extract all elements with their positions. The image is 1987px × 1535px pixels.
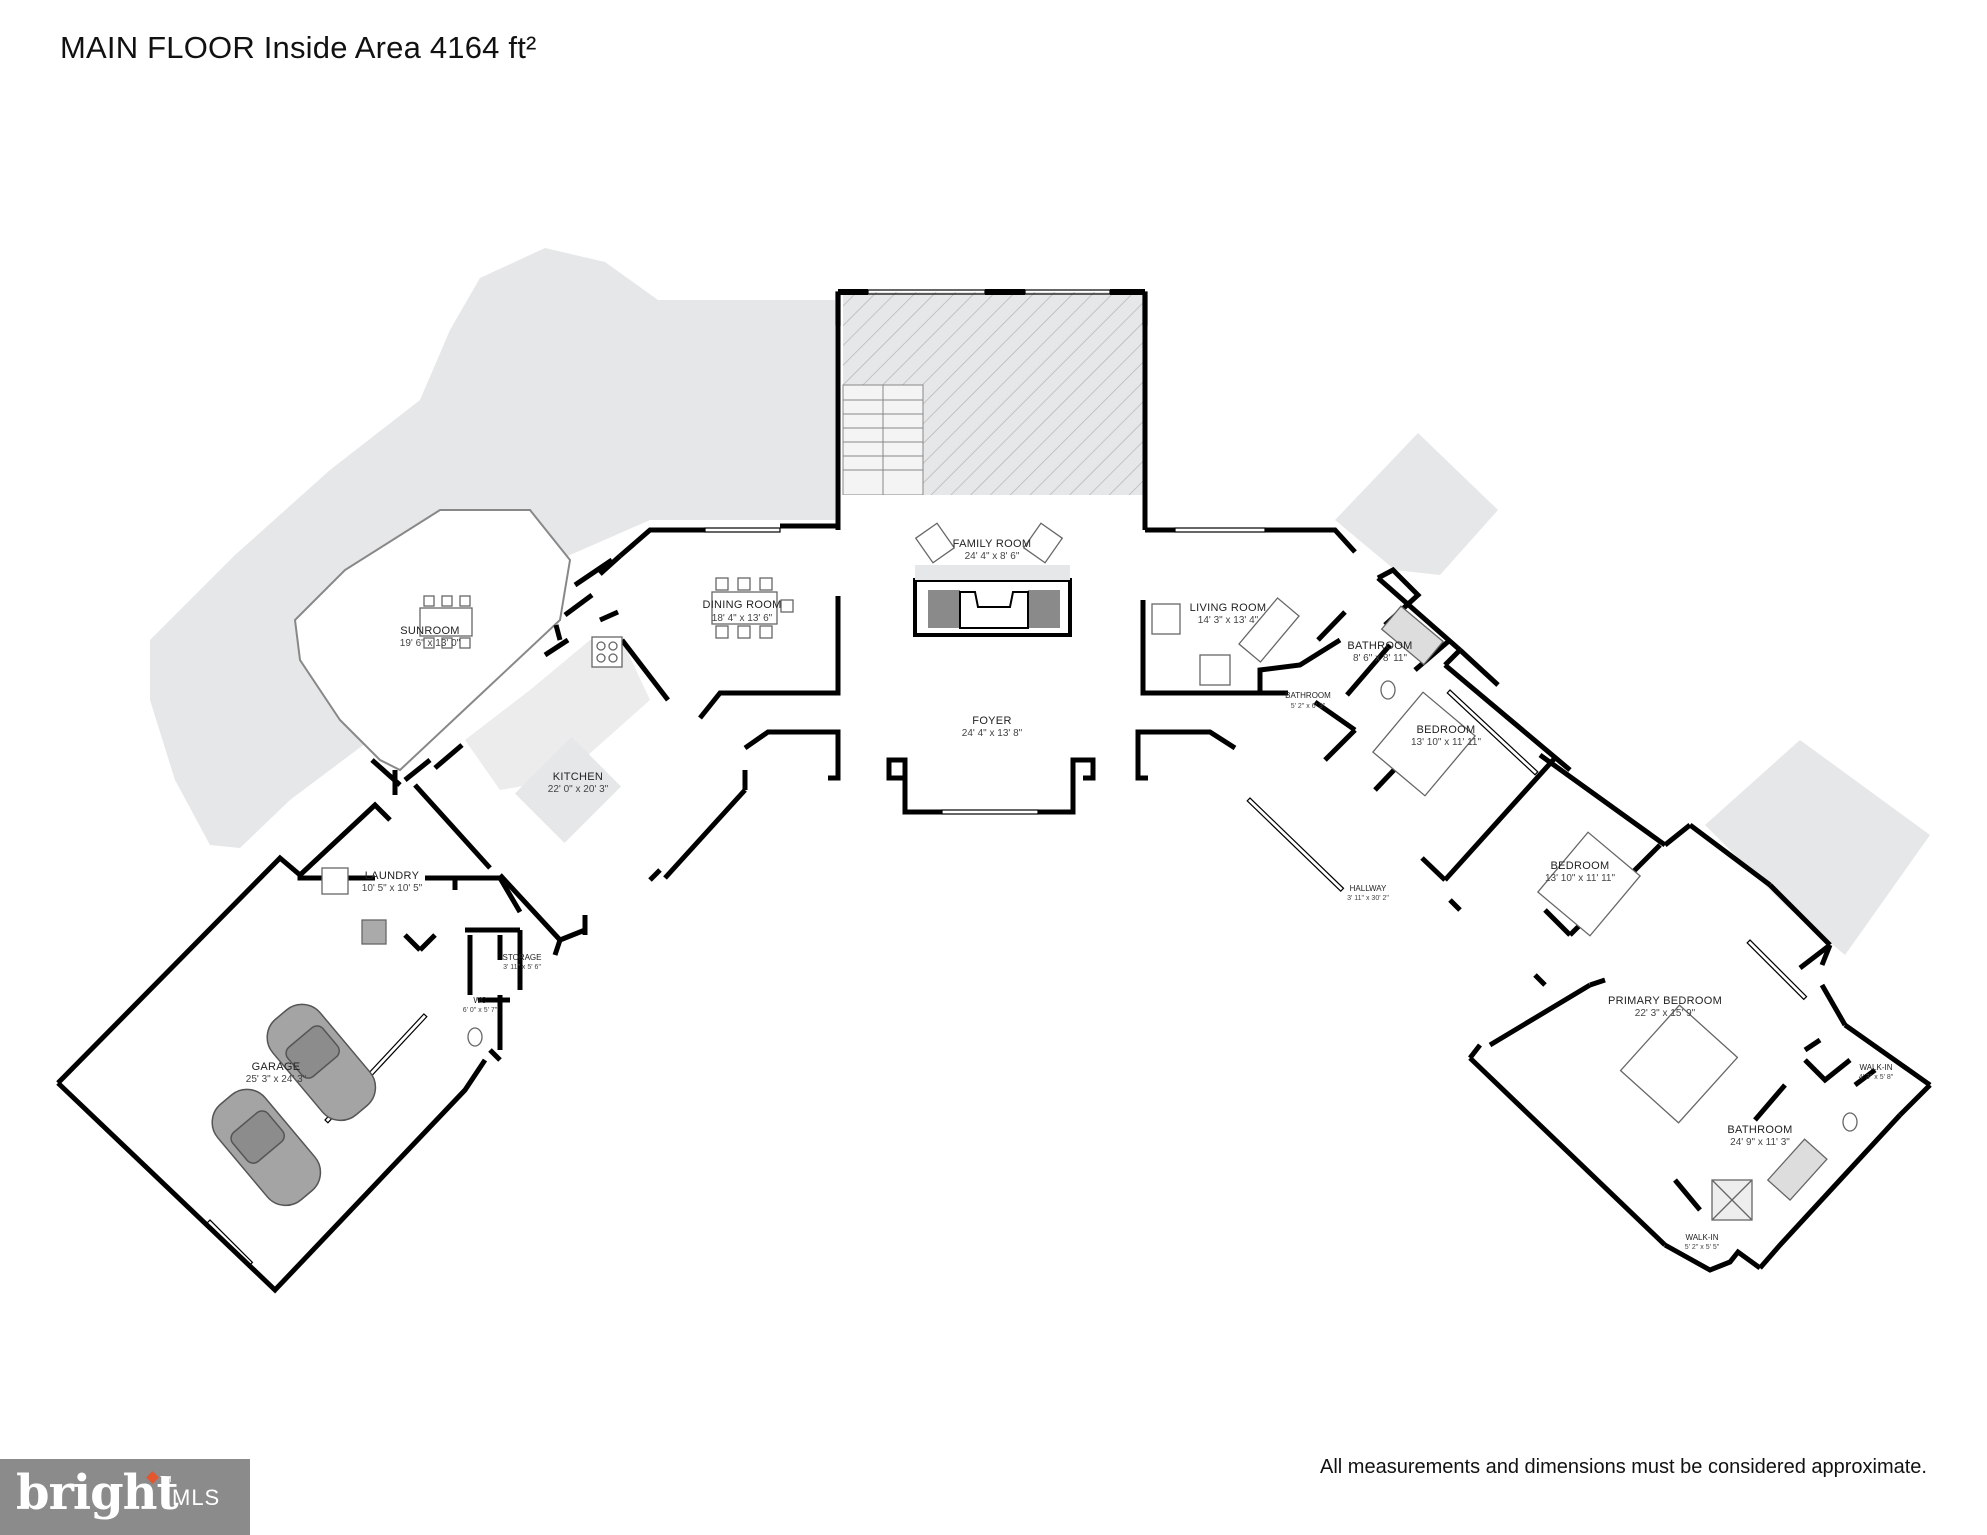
dims-living-room: 14' 3" x 13' 4" (1198, 615, 1259, 626)
label-wc: WC (473, 996, 487, 1005)
living-chair-2 (1199, 654, 1231, 686)
bathtub-2 (1766, 1138, 1828, 1202)
living-chair-1 (1151, 603, 1181, 635)
label-living-room: LIVING ROOM (1190, 602, 1267, 614)
label-primary-bedroom: PRIMARY BEDROOM (1608, 995, 1722, 1007)
label-garage: GARAGE (252, 1061, 301, 1073)
family-sofa-right (1022, 522, 1064, 564)
dims-walk-in-1: 4' 3" x 5' 8" (1859, 1074, 1894, 1081)
logo-trademark: TM (160, 1475, 172, 1484)
label-primary-bathroom: BATHROOM (1727, 1124, 1792, 1136)
dryer (361, 919, 387, 945)
bright-mls-logo: bright TM MLS (0, 1459, 250, 1535)
label-hallway: HALLWAY (1350, 884, 1387, 893)
kitchen-counter-zone (465, 640, 650, 790)
dims-hallway: 3' 11" x 30' 2" (1347, 895, 1389, 902)
sunroom-table (419, 607, 473, 637)
toilet-3 (1842, 1112, 1858, 1132)
label-dining-room: DINING ROOM (702, 599, 781, 611)
windows (206, 289, 1808, 1267)
label-foyer: FOYER (972, 715, 1011, 727)
dims-storage: 3' 11" x 5' 6" (503, 964, 541, 971)
label-bedroom-1: BEDROOM (1417, 724, 1476, 736)
dims-walk-in-2: 5' 2" x 5' 5" (1685, 1244, 1720, 1251)
dims-bathroom-2: 5' 2" x 6' 3" (1291, 703, 1326, 710)
label-bedroom-2: BEDROOM (1551, 860, 1610, 872)
toilet-2 (467, 1027, 483, 1047)
label-walk-in-2: WALK-IN (1685, 1233, 1718, 1242)
furniture (321, 522, 1858, 1221)
dims-primary-bedroom: 22' 3" x 15' 9" (1635, 1008, 1696, 1019)
garage-cars (211, 1003, 377, 1207)
label-storage: STORAGE (503, 953, 542, 962)
label-walk-in-1: WALK-IN (1859, 1063, 1892, 1072)
dims-wc: 6' 0" x 5' 7" (463, 1007, 498, 1014)
right-deck-lower (1705, 740, 1930, 955)
label-laundry: LAUNDRY (365, 870, 420, 882)
dims-bedroom-2: 13' 10" x 11' 11" (1545, 873, 1615, 884)
dims-sunroom: 19' 6" x 13' 0" (400, 638, 461, 649)
living-sofa (1238, 597, 1300, 663)
kitchen-island (514, 736, 622, 844)
room-labels: FAMILY ROOM 24' 4" x 8' 6" DINING ROOM 1… (246, 538, 1894, 1251)
dims-kitchen: 22' 0" x 20' 3" (548, 784, 609, 795)
measurement-disclaimer: All measurements and dimensions must be … (1320, 1456, 1927, 1478)
dims-laundry: 10' 5" x 10' 5" (362, 883, 423, 894)
floor-title: MAIN FLOOR Inside Area 4164 ft² (60, 30, 537, 65)
dims-garage: 25' 3" x 24' 3" (246, 1074, 307, 1085)
dining-table (711, 591, 778, 625)
fireplace (913, 565, 1072, 637)
porch-stairs (842, 384, 924, 496)
bed-2 (1536, 831, 1642, 937)
dims-bathroom-1: 8' 6" x 8' 11" (1353, 653, 1408, 664)
bathtub-1 (1380, 605, 1445, 666)
dims-dining-room: 18' 4" x 13' 6" (712, 613, 773, 624)
family-sofa-left (914, 522, 956, 564)
washer (321, 867, 349, 895)
label-bathroom-1: BATHROOM (1347, 640, 1412, 652)
label-bathroom-2: BATHROOM (1285, 691, 1331, 700)
label-sunroom: SUNROOM (400, 625, 460, 637)
dims-bedroom-1: 13' 10" x 11' 11" (1411, 737, 1481, 748)
label-family-room: FAMILY ROOM (953, 538, 1032, 550)
bed-1 (1371, 691, 1477, 797)
label-kitchen: KITCHEN (553, 771, 603, 783)
range (591, 636, 623, 668)
dims-primary-bathroom: 24' 9" x 11' 3" (1730, 1137, 1790, 1148)
logo-mls: MLS (172, 1485, 221, 1510)
right-deck-upper (1335, 433, 1498, 575)
primary-bed (1619, 1004, 1739, 1124)
dims-family-room: 24' 4" x 8' 6" (965, 551, 1020, 562)
toilet-1 (1380, 680, 1396, 700)
interior-floor (310, 495, 1925, 1260)
dims-foyer: 24' 4" x 13' 8" (962, 728, 1023, 739)
